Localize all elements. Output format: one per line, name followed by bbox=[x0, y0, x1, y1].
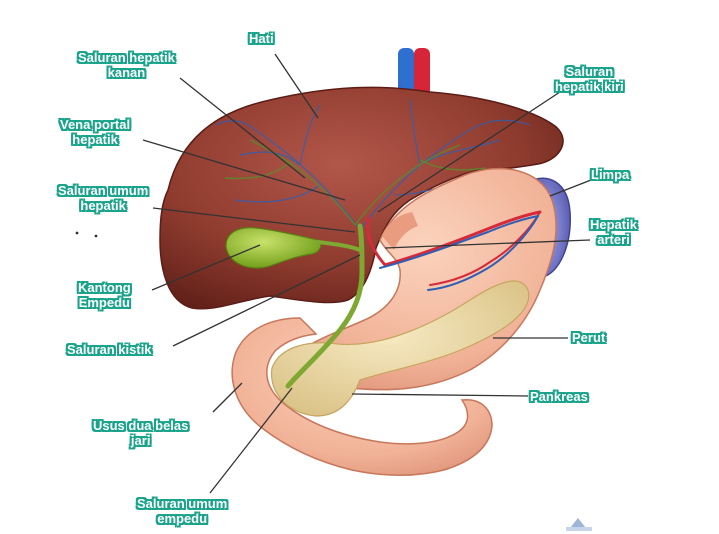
hepatic-artery bbox=[366, 210, 542, 286]
label-vena-portal-hepatik: Vena portal hepatik bbox=[60, 117, 131, 147]
label-saluran-hepatik-kiri: Saluran hepatik kiri bbox=[555, 64, 624, 94]
duodenum-shape bbox=[231, 317, 493, 476]
label-perut: Perut bbox=[572, 330, 606, 345]
leader-lines bbox=[142, 53, 592, 494]
portal-vein bbox=[379, 215, 539, 291]
stray-dot bbox=[94, 234, 98, 238]
label-saluran-hepatik-kanan: Saluran hepatik kanan bbox=[78, 50, 175, 80]
label-pankreas: Pankreas bbox=[530, 389, 588, 404]
label-limpa: Limpa bbox=[591, 167, 630, 182]
label-hati: Hati bbox=[249, 31, 274, 46]
label-saluran-umum-empedu: Saluran umum empedu bbox=[137, 496, 228, 526]
corner-logo bbox=[566, 518, 592, 531]
stomach-esophagus bbox=[382, 212, 418, 250]
liver-bile-ducts bbox=[224, 139, 486, 226]
pancreas-shape bbox=[270, 280, 530, 417]
great-vessels bbox=[398, 48, 430, 100]
label-hepatik-arteri: Hepatik arteri bbox=[590, 217, 637, 247]
label-usus-dua-belas-jari: Usus dua belas jari bbox=[93, 418, 189, 448]
stray-dot bbox=[75, 231, 79, 235]
bile-duct-system bbox=[285, 223, 365, 389]
label-kantong-empedu: Kantong Empedu bbox=[78, 280, 131, 310]
gallbladder-shape bbox=[225, 227, 322, 269]
label-saluran-kistik: Saluran kistik bbox=[67, 342, 152, 357]
label-saluran-umum-hepatik: Saluran umum hepatik bbox=[58, 183, 149, 213]
